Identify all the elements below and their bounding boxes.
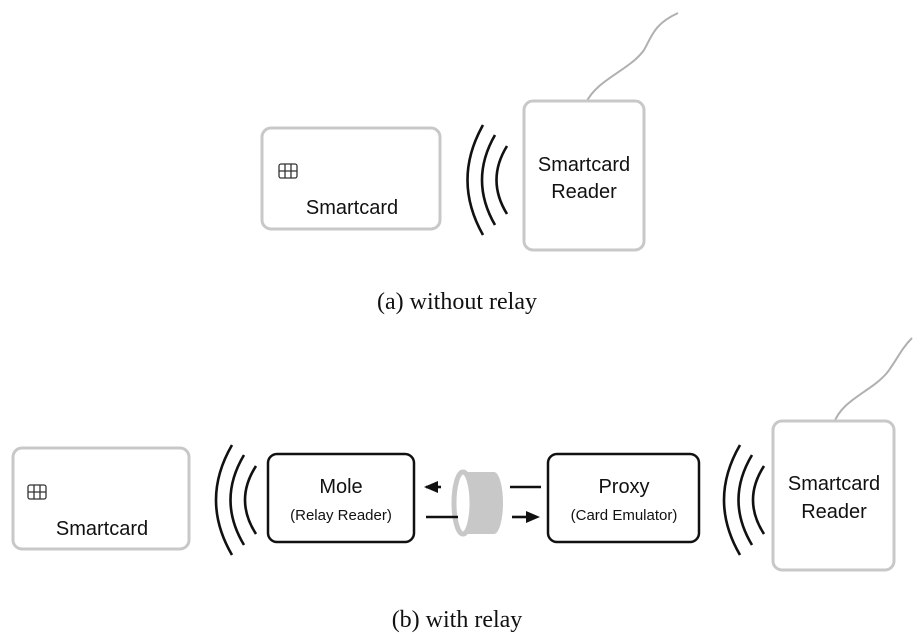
smartcard-b-body: [11, 446, 191, 551]
smartcard-reader-b-label-line1: Smartcard: [788, 473, 880, 495]
proxy-subtitle: (Card Emulator): [571, 507, 678, 524]
caption-a: (a) without relay: [377, 289, 537, 315]
arrow-left-head: [424, 481, 438, 493]
proxy-title: Proxy: [598, 476, 649, 498]
rf-waves-icon: [722, 444, 766, 556]
arrow-right-head: [526, 511, 540, 523]
smartcard-reader-a-label-line2: Reader: [551, 181, 617, 203]
panel-b: Smartcard Mole (Relay Reader): [11, 337, 913, 633]
smartcard-reader-a-body: [522, 99, 646, 252]
smartcard-reader-a-label-line1: Smartcard: [538, 154, 630, 176]
smartcard-a: Smartcard: [260, 126, 442, 231]
smartcard-reader-b: Smartcard Reader: [771, 337, 913, 572]
smartcard-reader-b-label-line2: Reader: [801, 501, 867, 523]
smartcard-a-label: Smartcard: [306, 197, 398, 219]
mole-relay-reader: Mole (Relay Reader): [266, 452, 416, 544]
proxy-box: [546, 452, 701, 544]
smartcard-reader-a: Smartcard Reader: [522, 12, 679, 252]
chip-icon: [278, 163, 298, 179]
mole-subtitle: (Relay Reader): [290, 507, 392, 524]
panel-a: Smartcard Smartcard Reader (a) without r…: [260, 12, 679, 315]
mole-box: [266, 452, 416, 544]
reader-cable-a: [585, 12, 679, 104]
smartcard-a-body: [260, 126, 442, 231]
smartcard-reader-b-body: [771, 419, 896, 572]
rf-waves-icon: [214, 444, 258, 556]
caption-b: (b) with relay: [392, 607, 523, 633]
smartcard-b: Smartcard: [11, 446, 191, 551]
relay-channel-icon: [451, 469, 503, 537]
chip-icon: [27, 484, 47, 500]
reader-cable-b: [833, 337, 913, 424]
smartcard-b-label: Smartcard: [56, 518, 148, 540]
mole-title: Mole: [319, 476, 362, 498]
rf-waves-icon: [466, 124, 509, 236]
proxy-card-emulator: Proxy (Card Emulator): [546, 452, 701, 544]
